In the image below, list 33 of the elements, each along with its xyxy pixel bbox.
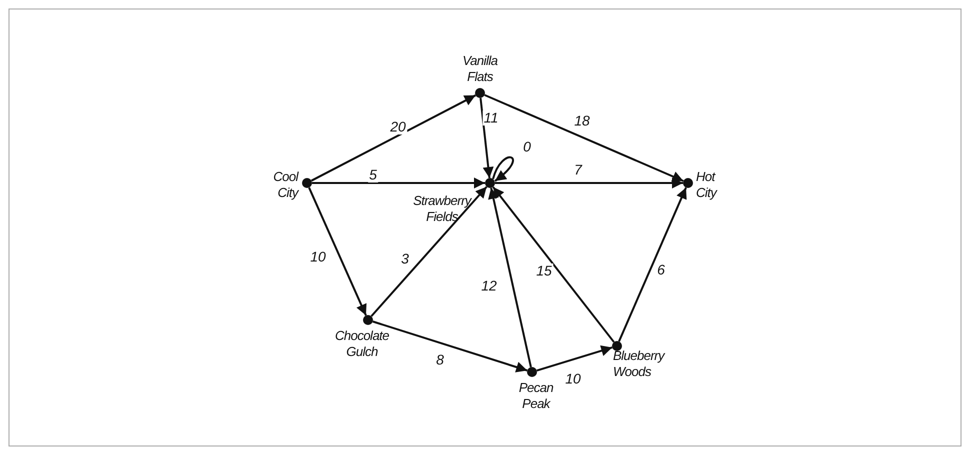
arrow bbox=[492, 186, 615, 343]
node-label: Hot City bbox=[696, 169, 716, 201]
arrow bbox=[480, 98, 494, 178]
edge-label: 20 bbox=[389, 120, 407, 134]
node-label: Vanilla Flats bbox=[462, 53, 498, 85]
node-label: Chocolate Gulch bbox=[334, 328, 390, 360]
arrow bbox=[488, 188, 532, 368]
edge-label: 12 bbox=[480, 278, 498, 294]
node-label: Pecan Peak bbox=[518, 380, 554, 412]
edge-label: 3 bbox=[400, 252, 410, 266]
arrow bbox=[308, 187, 367, 316]
edge-label: 18 bbox=[573, 114, 591, 128]
arrow bbox=[370, 186, 488, 317]
edge-label: 8 bbox=[435, 352, 445, 368]
arrow bbox=[312, 178, 485, 188]
arrow bbox=[492, 156, 514, 182]
edge-label: 5 bbox=[368, 168, 378, 182]
arrow bbox=[484, 94, 684, 182]
node-label: Blueberry Woods bbox=[613, 348, 664, 380]
node-label: Cool City bbox=[273, 169, 298, 201]
edge-label: 10 bbox=[309, 250, 327, 264]
arrow bbox=[310, 94, 476, 182]
edge-label: 0 bbox=[522, 140, 532, 154]
edge-label: 10 bbox=[564, 372, 582, 386]
arrow bbox=[536, 345, 613, 372]
arrow bbox=[372, 320, 528, 372]
edge-label: 7 bbox=[573, 162, 583, 178]
arrow bbox=[618, 187, 687, 342]
edge-label: 11 bbox=[482, 110, 500, 126]
node-label: Strawberry Fields bbox=[413, 193, 471, 225]
arrow bbox=[495, 178, 683, 188]
edge-label: 6 bbox=[656, 262, 666, 278]
edge-label: 15 bbox=[535, 264, 553, 278]
